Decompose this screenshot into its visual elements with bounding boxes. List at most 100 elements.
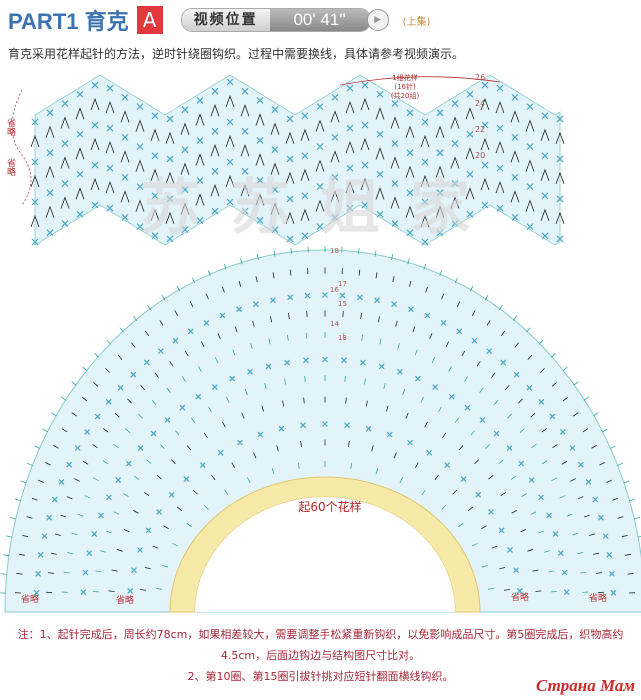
dc-stitch	[60, 196, 70, 209]
dc-stitch	[360, 97, 370, 111]
dc-stitch	[330, 150, 340, 163]
dc-stitch	[518, 398, 523, 404]
dc-stitch	[456, 301, 461, 308]
dc-stitch	[203, 504, 209, 510]
dc-stitch	[467, 506, 474, 511]
video-position-control[interactable]: 视频位置 00' 41''	[180, 8, 371, 32]
dc-stitch	[261, 405, 264, 412]
sc-stitch	[376, 210, 384, 218]
dc-stitch	[192, 489, 198, 495]
sc-stitch	[376, 130, 384, 138]
dc-stitch	[61, 428, 68, 433]
dc-stitch	[225, 174, 235, 188]
dc-stitch	[495, 180, 505, 194]
dc-stitch	[360, 177, 370, 191]
dc-stitch	[268, 338, 271, 345]
sc-stitch	[496, 84, 504, 92]
dc-stitch	[93, 477, 99, 482]
dc-stitch	[27, 462, 33, 466]
sc-stitch	[35, 570, 42, 577]
sc-stitch	[46, 229, 54, 237]
dc-stitch	[548, 570, 555, 573]
row-number: 16	[330, 286, 339, 294]
sc-stitch	[511, 173, 519, 181]
row-number: 13	[338, 334, 347, 342]
dc-stitch	[103, 428, 109, 433]
dc-stitch	[156, 587, 163, 590]
sc-stitch	[91, 121, 99, 129]
sc-stitch	[526, 384, 533, 391]
dc-stitch	[481, 525, 487, 530]
dc-stitch	[408, 280, 412, 287]
dc-stitch	[203, 432, 208, 439]
sc-stitch	[137, 445, 144, 451]
play-icon[interactable]: ▶	[366, 9, 389, 31]
sc-stitch	[241, 87, 249, 95]
dc-stitch	[71, 381, 77, 386]
sc-stitch	[331, 173, 339, 181]
dc-stitch	[163, 525, 169, 530]
sc-stitch	[526, 103, 534, 111]
dc-stitch	[540, 168, 550, 181]
sc-stitch	[346, 204, 354, 212]
sc-stitch	[130, 567, 137, 574]
sc-stitch	[466, 90, 474, 98]
dc-stitch	[106, 339, 112, 345]
dc-stitch	[345, 140, 355, 154]
dc-stitch	[166, 387, 171, 393]
dc-stitch	[488, 474, 494, 480]
dc-stitch	[330, 110, 340, 123]
dc-stitch	[424, 421, 428, 428]
sc-stitch	[183, 476, 190, 482]
omit-bracket	[11, 89, 32, 206]
dc-stitch	[580, 571, 587, 574]
dc-stitch	[75, 147, 85, 160]
dc-stitch	[461, 350, 466, 357]
sc-stitch	[331, 213, 339, 221]
dc-stitch	[391, 253, 394, 260]
dc-stitch	[300, 168, 310, 181]
sc-stitch	[166, 155, 174, 163]
dc-stitch	[84, 495, 91, 499]
dc-stitch	[583, 514, 590, 518]
sc-stitch	[391, 140, 399, 147]
sc-stitch	[391, 301, 398, 308]
sc-stitch	[526, 223, 534, 231]
dc-stitch	[495, 100, 505, 114]
sc-stitch	[406, 229, 414, 237]
dc-stitch	[399, 477, 403, 483]
sc-stitch	[172, 337, 179, 344]
dc-stitch	[552, 444, 558, 449]
dc-stitch	[500, 491, 507, 496]
sc-stitch	[226, 118, 234, 126]
sc-stitch	[256, 177, 264, 184]
dc-stitch	[573, 412, 579, 417]
dc-stitch	[152, 545, 159, 549]
dc-stitch	[498, 304, 503, 311]
dc-stitch	[71, 412, 77, 417]
dc-stitch	[570, 478, 576, 482]
dc-stitch	[481, 564, 488, 568]
sc-stitch	[105, 398, 112, 405]
sc-stitch	[76, 170, 84, 178]
dc-stitch	[207, 270, 211, 277]
dc-stitch	[180, 122, 190, 135]
sc-stitch	[82, 569, 89, 576]
dc-stitch	[74, 478, 80, 482]
sc-stitch	[421, 238, 429, 246]
dc-stitch	[540, 128, 550, 141]
row-number: 14	[330, 320, 339, 328]
dc-stitch	[358, 247, 360, 255]
sc-stitch	[344, 422, 350, 429]
dc-stitch	[465, 107, 475, 120]
dc-stitch	[525, 159, 535, 172]
sc-stitch	[74, 445, 81, 451]
sc-stitch	[597, 514, 604, 521]
dc-stitch	[143, 491, 150, 496]
dc-stitch	[159, 320, 164, 326]
sc-stitch	[151, 192, 159, 200]
dc-stitch	[30, 214, 40, 228]
dc-stitch	[66, 552, 73, 555]
dc-stitch	[593, 412, 599, 417]
sc-stitch	[256, 217, 264, 224]
